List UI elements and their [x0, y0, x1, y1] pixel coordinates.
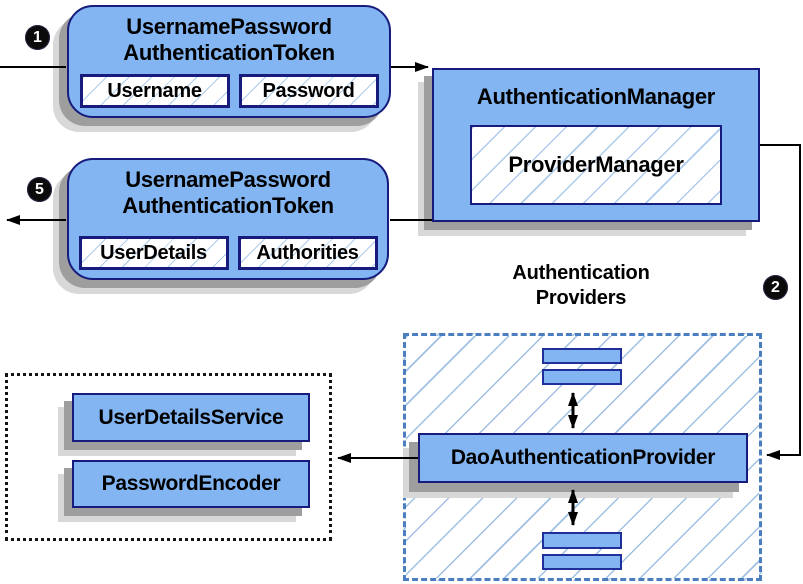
request-authentication-token-node: UsernamePassword AuthenticationToken Use… [67, 5, 391, 118]
response-token-title: UsernamePassword AuthenticationToken [69, 160, 387, 219]
step-badge-5: 5 [27, 177, 52, 202]
authorities-field-box: Authorities [237, 236, 378, 270]
password-field-box: Password [238, 74, 379, 108]
step-badge-1: 1 [25, 25, 50, 50]
request-token-title: UsernamePassword AuthenticationToken [69, 7, 389, 66]
user-details-service-node: UserDetailsService [72, 393, 310, 442]
provider-manager-box: ProviderManager [470, 125, 722, 205]
request-token-fields: Username Password [69, 74, 389, 108]
response-token-fields: UserDetails Authorities [69, 236, 387, 270]
response-token-title-line2: AuthenticationToken [122, 193, 334, 218]
provider-placeholder-bar [542, 348, 622, 364]
provider-placeholder-bar [542, 554, 622, 570]
authentication-providers-label-line1: Authentication [512, 262, 650, 284]
step-badge-2: 2 [763, 275, 788, 300]
password-encoder-node: PasswordEncoder [72, 460, 310, 508]
provider-placeholder-bar [542, 532, 622, 549]
dao-authentication-provider-node: DaoAuthenticationProvider [418, 433, 748, 483]
request-token-title-line1: UsernamePassword [126, 14, 332, 39]
username-field-box: Username [79, 74, 230, 108]
request-token-title-line2: AuthenticationToken [123, 40, 335, 65]
authentication-providers-label: Authentication Providers [441, 261, 721, 311]
response-token-title-line1: UsernamePassword [125, 167, 331, 192]
userdetails-field-box: UserDetails [78, 236, 229, 270]
authentication-providers-label-line2: Providers [535, 287, 627, 309]
manager-to-dao-provider-arrow [760, 144, 801, 460]
authentication-manager-title: AuthenticationManager [476, 84, 716, 109]
provider-placeholder-bar [542, 369, 622, 385]
authentication-manager-node: AuthenticationManager ProviderManager [432, 68, 760, 222]
response-authentication-token-node: UsernamePassword AuthenticationToken Use… [67, 158, 389, 280]
